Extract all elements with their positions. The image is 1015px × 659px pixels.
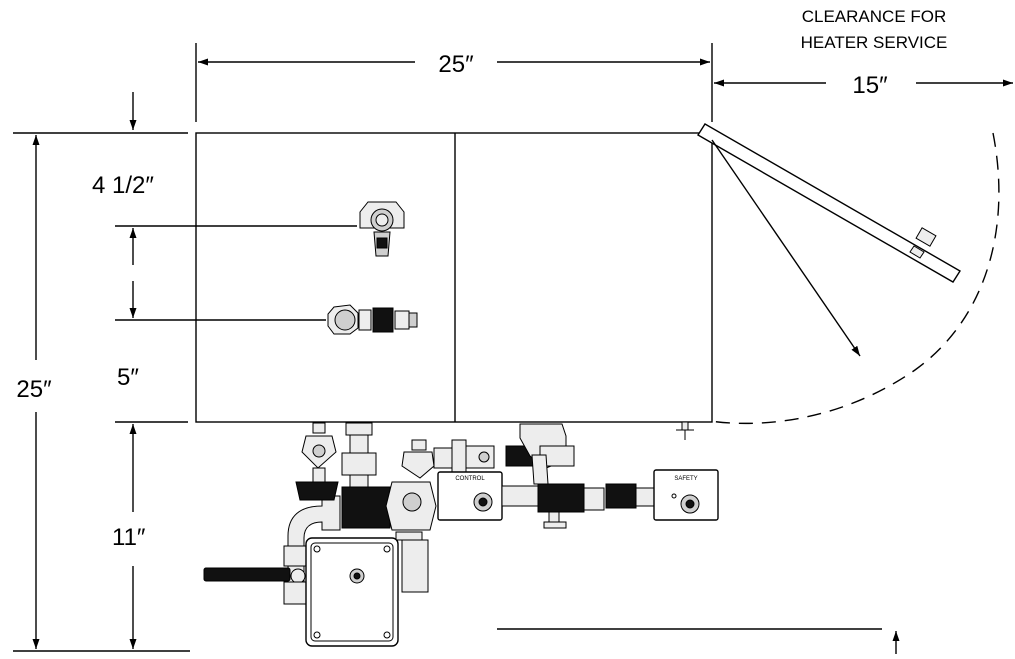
strainer-icon (295, 481, 339, 501)
cabinet-outline (195, 132, 713, 423)
control-box: CONTROL (437, 471, 503, 521)
service-door (697, 123, 1000, 425)
door-handle-icon (909, 227, 937, 259)
clearance-note-line2: HEATER SERVICE (801, 33, 948, 52)
screw-icon (383, 631, 391, 639)
inner-dimensions: 4 1/2″ 5″ 11″ (92, 92, 357, 649)
safety-box: SAFETY (653, 469, 719, 521)
gas-valve-body-icon (341, 486, 391, 529)
shutoff-handle-icon (203, 567, 291, 582)
pressure-tee-icon (401, 439, 435, 479)
upper-valve-icon (359, 201, 405, 257)
shutoff-valve (203, 545, 307, 605)
middle-offset-label: 5″ (117, 364, 139, 391)
door-swing-arrow (711, 139, 861, 357)
tee-valve-left-icon (301, 422, 337, 483)
safety-label: SAFETY (674, 476, 697, 482)
clearance-note-line1: CLEARANCE FOR (802, 7, 947, 26)
junction-box (305, 537, 399, 647)
screw-icon (313, 545, 321, 553)
top-width-dimension: 25″ (195, 43, 713, 122)
overall-height-dimension: 25″ (13, 132, 190, 652)
top-width-label: 25″ (438, 51, 474, 78)
clearance-width-label: 15″ (852, 72, 888, 99)
door-swing-arc (709, 132, 1000, 425)
drain-valve-icon (676, 421, 694, 440)
heater-cabinet (195, 132, 713, 440)
bottom-offset-label: 11″ (112, 524, 146, 551)
regulator-icon (385, 481, 437, 593)
overall-height-label: 25″ (16, 376, 52, 403)
upper-offset-label: 4 1/2″ (92, 172, 154, 199)
gas-train: CONTROL SAFETY (287, 422, 719, 593)
top-pipe-run-icon (433, 423, 575, 475)
bottom-right-dimension (497, 628, 900, 654)
control-label: CONTROL (455, 476, 485, 482)
door-panel (697, 123, 961, 283)
clearance-dimension: CLEARANCE FOR HEATER SERVICE 15″ (714, 7, 1013, 99)
right-pipe-run-icon (501, 454, 655, 529)
vertical-pipe-icon (341, 422, 377, 488)
junction-box-outline (305, 537, 399, 647)
lower-valve-icon (327, 304, 418, 335)
screw-icon (383, 545, 391, 553)
screw-icon (313, 631, 321, 639)
